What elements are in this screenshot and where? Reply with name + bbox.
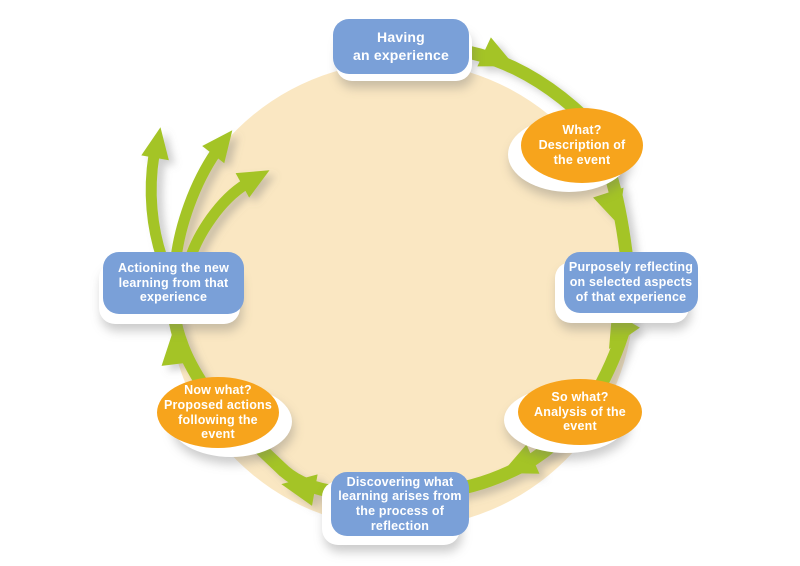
node-label: Now what? Proposed actions following the… bbox=[163, 383, 273, 442]
node-fill bbox=[521, 108, 643, 183]
node-fill bbox=[333, 19, 469, 74]
cycle-arrowhead-bottom-right bbox=[501, 444, 540, 474]
node-label: Purposely reflecting on selected aspects… bbox=[568, 260, 694, 304]
cycle-arrowhead-bottom-left bbox=[281, 474, 318, 506]
node-label: Discovering what learning arises from th… bbox=[338, 474, 462, 533]
node-label: Having an experience bbox=[353, 29, 449, 63]
exit-arrow-right-head bbox=[235, 170, 270, 198]
node-having-an-experience: Having an experience bbox=[333, 19, 472, 81]
node-fill bbox=[103, 252, 244, 314]
node-now-what-actions: Now what? Proposed actions following the… bbox=[157, 377, 292, 457]
node-so-what-analysis: So what? Analysis of the event bbox=[504, 379, 642, 453]
cycle-arrowhead-top-right bbox=[477, 37, 515, 67]
node-label: What? Description of the event bbox=[538, 123, 626, 167]
exit-arrow-left-head bbox=[141, 127, 169, 161]
cycle-arrowhead-right-upper bbox=[593, 187, 624, 225]
node-fill bbox=[518, 379, 642, 445]
node-what-description: What? Description of the event bbox=[508, 108, 643, 192]
exit-arrow-middle-stem bbox=[170, 148, 221, 259]
node-label: So what? Analysis of the event bbox=[534, 389, 626, 434]
node-discovering-learning: Discovering what learning arises from th… bbox=[322, 472, 469, 545]
exit-arrow-right-stem bbox=[184, 179, 250, 261]
node-fill bbox=[564, 252, 698, 313]
exit-arrow-left-stem bbox=[145, 154, 168, 260]
node-fill bbox=[331, 472, 469, 536]
node-label: Actioning the new learning from that exp… bbox=[117, 260, 230, 305]
node-purposely-reflecting: Purposely reflecting on selected aspects… bbox=[555, 252, 698, 323]
exit-arrow-middle-head bbox=[202, 130, 233, 164]
node-fill bbox=[157, 377, 279, 448]
cycle-arrowhead-left bbox=[161, 330, 194, 366]
node-actioning-learning: Actioning the new learning from that exp… bbox=[99, 252, 244, 324]
